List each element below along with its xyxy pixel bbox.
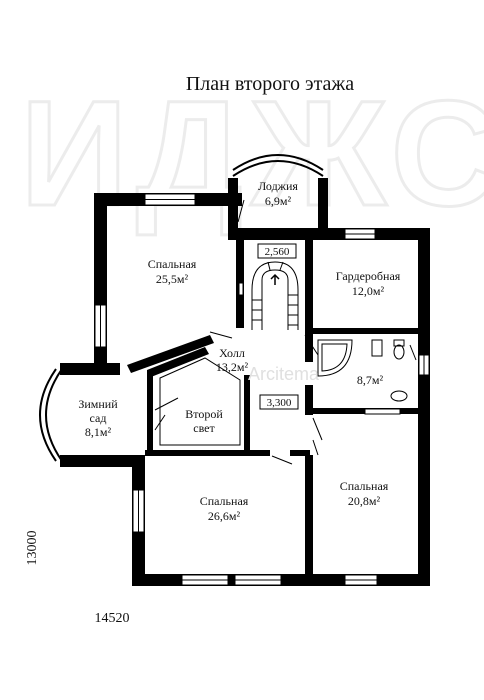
hall-name: Холл (219, 346, 245, 360)
winter-garden-area: 8,1м² (85, 425, 112, 439)
loggia-area: 6,9м² (265, 194, 292, 208)
second-light-name-2: свет (193, 421, 215, 435)
bathroom-fixtures (317, 339, 417, 402)
winter-garden-name-2: сад (90, 411, 107, 425)
staircase (251, 261, 299, 330)
second-light-name-1: Второй (185, 407, 223, 421)
bedroom-se-name: Спальная (340, 479, 389, 493)
hall-area: 13,2м² (216, 360, 249, 374)
bedroom-se-area: 20,8м² (348, 494, 381, 508)
width-dimension: 14520 (95, 611, 130, 626)
wardrobe-area: 12,0м² (352, 284, 385, 298)
height-dimension: 13000 (25, 531, 40, 566)
bedroom-s-area: 26,6м² (208, 509, 241, 523)
plan-title: План второго этажа (186, 73, 354, 95)
bedroom-nw-name: Спальная (148, 257, 197, 271)
doors (209, 331, 323, 465)
svg-text:2,560: 2,560 (265, 246, 290, 258)
windows (94, 193, 430, 586)
bedroom-s-name: Спальная (200, 494, 249, 508)
svg-text:3,300: 3,300 (267, 397, 292, 409)
level-mark-3300: 3,300 (259, 394, 299, 410)
winter-garden-walls (39, 363, 145, 467)
center-watermark: Arcitema (248, 364, 320, 384)
loggia-walls (228, 154, 328, 230)
loggia-name: Лоджия (258, 179, 298, 193)
winter-garden-name-1: Зимний (78, 397, 118, 411)
second-light-void (154, 357, 241, 446)
level-mark-2560: 2,560 (257, 243, 297, 259)
bathroom-area: 8,7м² (357, 373, 384, 387)
wardrobe-name: Гардеробная (336, 269, 401, 283)
bedroom-nw-area: 25,5м² (156, 272, 189, 286)
